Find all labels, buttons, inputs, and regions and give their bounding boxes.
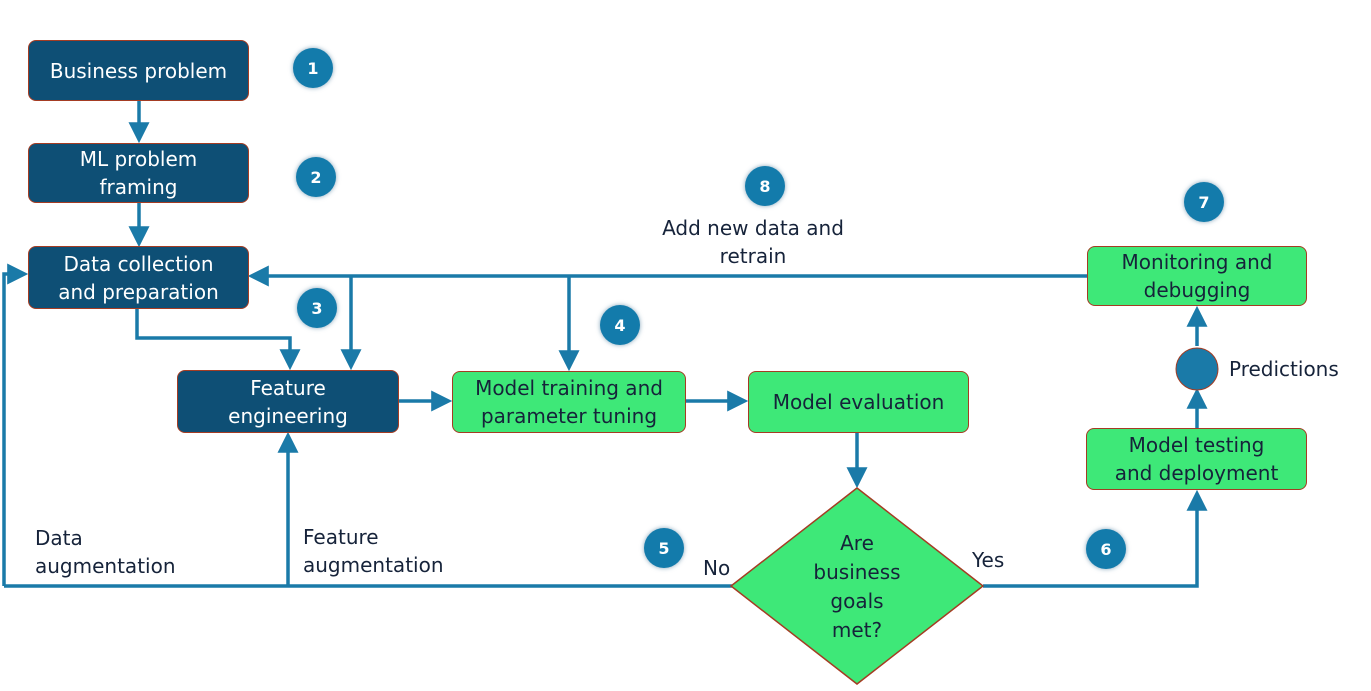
no-label: No bbox=[703, 556, 731, 580]
add-new-data-label: Add new data and retrain bbox=[662, 216, 844, 268]
yes-label: Yes bbox=[972, 548, 1005, 572]
step-badge-6: 6 bbox=[1086, 529, 1126, 569]
arrow-data-to-feature bbox=[135, 309, 301, 371]
ml-problem-framing-label: ML problem framing bbox=[79, 147, 198, 199]
feature-augmentation-label: Feature augmentation bbox=[303, 525, 444, 577]
feature-engineering-box: Feature engineering bbox=[177, 370, 399, 433]
predictions-node bbox=[1175, 347, 1219, 391]
step-badge-5: 5 bbox=[644, 528, 684, 568]
model-testing-box: Model testing and deployment bbox=[1086, 428, 1307, 490]
decision-diamond bbox=[729, 487, 985, 685]
arrow-yes-to-testing bbox=[983, 489, 1208, 588]
monitoring-label: Monitoring and debugging bbox=[1121, 250, 1273, 302]
business-problem-box: Business problem bbox=[28, 40, 249, 101]
step-badge-4: 4 bbox=[600, 305, 640, 345]
model-evaluation-box: Model evaluation bbox=[748, 371, 969, 433]
step-badge-7: 7 bbox=[1184, 182, 1224, 222]
arrow-data-augmentation bbox=[2, 263, 29, 586]
monitoring-box: Monitoring and debugging bbox=[1087, 246, 1307, 306]
model-testing-label: Model testing and deployment bbox=[1114, 433, 1279, 485]
step-badge-1: 1 bbox=[293, 48, 333, 88]
data-collection-box: Data collection and preparation bbox=[28, 246, 249, 309]
data-collection-label: Data collection and preparation bbox=[58, 251, 219, 304]
data-augmentation-label: Data augmentation bbox=[35, 526, 176, 578]
feature-engineering-label: Feature engineering bbox=[228, 375, 348, 428]
ml-problem-framing-box: ML problem framing bbox=[28, 143, 249, 203]
predictions-label: Predictions bbox=[1229, 357, 1339, 381]
step-badge-2: 2 bbox=[296, 157, 336, 197]
step-badge-3: 3 bbox=[297, 288, 337, 328]
model-training-box: Model training and parameter tuning bbox=[452, 371, 686, 433]
business-problem-label: Business problem bbox=[49, 58, 228, 83]
decision-label: Are business goals met? bbox=[813, 531, 901, 642]
model-evaluation-label: Model evaluation bbox=[772, 390, 945, 414]
step-badge-8: 8 bbox=[745, 166, 785, 206]
model-training-label: Model training and parameter tuning bbox=[475, 376, 663, 428]
